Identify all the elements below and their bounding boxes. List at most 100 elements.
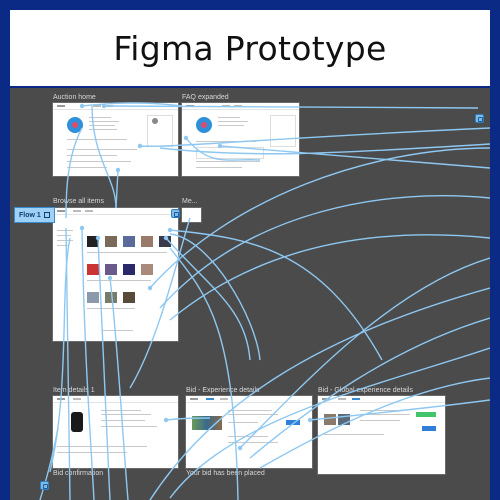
frame-label-bid-confirmation[interactable]: Bid confirmation xyxy=(53,470,104,477)
flow-label: Flow 1 xyxy=(19,211,41,219)
item-details-screen[interactable] xyxy=(53,396,178,468)
text-line xyxy=(360,420,400,421)
item-thumbnail xyxy=(141,236,153,247)
page-title: Figma Prototype xyxy=(113,28,387,68)
connection-line xyxy=(165,237,251,361)
text-line xyxy=(67,149,137,150)
connection-line xyxy=(169,229,383,361)
connection-line xyxy=(159,143,490,155)
connection-line xyxy=(149,287,490,500)
connection-dot xyxy=(107,275,113,281)
connection-dot xyxy=(163,235,169,241)
text-line xyxy=(228,436,268,437)
text-line xyxy=(101,414,151,415)
text-line xyxy=(324,434,384,435)
screen-header xyxy=(186,396,312,403)
text-line xyxy=(360,414,410,415)
connection-line xyxy=(309,399,490,421)
text-line xyxy=(101,426,157,427)
frame-label-bid-global[interactable]: Bid - Global experience details xyxy=(318,387,413,394)
connection-dot xyxy=(115,167,121,173)
caption-line xyxy=(87,308,135,309)
filter-line xyxy=(57,230,73,231)
text-line xyxy=(360,410,404,411)
text-line xyxy=(67,167,107,168)
item-thumbnail xyxy=(105,236,117,247)
connection-dot xyxy=(101,103,107,109)
connection-line xyxy=(129,217,191,389)
connection-line xyxy=(239,257,490,449)
connection-line xyxy=(169,247,239,500)
connection-line xyxy=(49,237,71,473)
text-line xyxy=(196,161,260,162)
frame-label-auction-home[interactable]: Auction home xyxy=(53,94,96,101)
text-line xyxy=(67,155,117,156)
connection-line xyxy=(109,277,129,500)
prototype-node-icon[interactable] xyxy=(171,209,180,218)
connection-line xyxy=(115,169,119,209)
text-line xyxy=(67,161,131,162)
frame-label-browse-all-items[interactable]: Browse all items xyxy=(53,198,104,205)
connection-line xyxy=(159,194,490,309)
connection-line xyxy=(185,137,261,161)
frame-label-item-details[interactable]: Item details 1 xyxy=(53,387,95,394)
auction-home-screen[interactable] xyxy=(53,103,178,176)
frame-label-bid-placed[interactable]: Your bid has been placed xyxy=(186,470,265,477)
text-line xyxy=(89,117,111,118)
pagination xyxy=(103,330,133,331)
figma-canvas[interactable]: Auction home FAQ expanded Browse all ite… xyxy=(10,88,490,500)
flow-start-icon xyxy=(43,212,50,218)
browse-all-items-screen[interactable] xyxy=(53,208,178,341)
item-thumbnail xyxy=(105,264,117,275)
text-line xyxy=(228,414,278,415)
connection-dot xyxy=(79,103,85,109)
title-card: Figma Prototype xyxy=(10,10,490,86)
connection-line xyxy=(149,147,490,289)
connection-dot xyxy=(79,225,85,231)
connection-line xyxy=(81,102,183,107)
connection-dot xyxy=(217,143,223,149)
connection-line xyxy=(139,127,490,147)
item-thumbnail xyxy=(123,292,135,303)
frame-label-me[interactable]: Me... xyxy=(182,198,198,205)
item-thumbnail xyxy=(87,236,99,247)
frame-label-faq-expanded[interactable]: FAQ expanded xyxy=(182,94,229,101)
bid-global-screen[interactable] xyxy=(318,396,445,474)
flow-1-badge[interactable]: Flow 1 xyxy=(14,207,55,223)
item-thumbnail xyxy=(123,236,135,247)
connection-line xyxy=(65,127,83,219)
item-thumbnail xyxy=(159,236,171,247)
item-thumbnail xyxy=(105,292,117,303)
connection-line xyxy=(81,227,95,500)
text-line xyxy=(57,446,147,447)
caption-line xyxy=(87,280,151,281)
text-line xyxy=(228,442,278,443)
text-line xyxy=(218,125,244,126)
text-line xyxy=(196,167,242,168)
filter-line xyxy=(57,240,73,241)
connection-line xyxy=(103,105,479,109)
me-screen[interactable] xyxy=(182,208,201,222)
frame-label-bid-experience[interactable]: Bid - Experience details xyxy=(186,387,260,394)
caption-line xyxy=(87,252,167,253)
text-line xyxy=(101,420,145,421)
text-line xyxy=(89,129,117,130)
text-line xyxy=(196,141,256,142)
connection-dot xyxy=(137,143,143,149)
bid-button xyxy=(286,420,300,425)
watch-image xyxy=(71,412,83,432)
text-line xyxy=(67,139,127,140)
connection-dot xyxy=(147,285,153,291)
prototype-node-icon[interactable] xyxy=(475,114,484,123)
experience-thumb xyxy=(324,414,336,425)
connection-dot xyxy=(307,417,313,423)
connection-dot xyxy=(183,135,189,141)
connection-dot xyxy=(167,227,173,233)
connection-line xyxy=(249,317,490,459)
connection-line xyxy=(91,105,117,209)
auction-logo-center xyxy=(201,122,207,128)
bid-button xyxy=(422,426,436,431)
prototype-node-icon[interactable] xyxy=(40,481,49,490)
connection-dot xyxy=(237,445,243,451)
